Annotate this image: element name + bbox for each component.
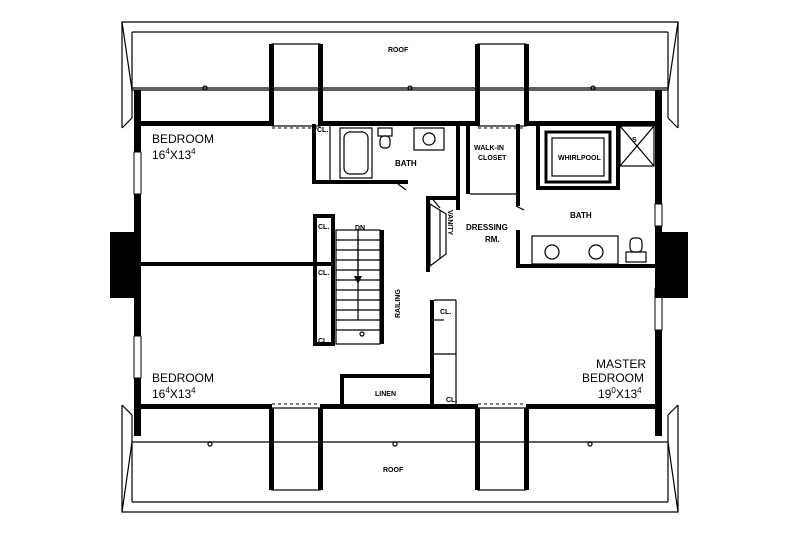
toilet-left [377, 127, 393, 149]
closet-label-6: CL. [446, 397, 457, 404]
staircase [335, 229, 381, 345]
sink-left [413, 127, 445, 151]
dormer-bottom-right [475, 407, 529, 491]
svg-text:164X134: 164X134 [152, 386, 196, 401]
bedroom-nw-name: BEDROOM [152, 132, 214, 146]
bedroom-nw-x-sup: 4 [191, 147, 196, 156]
bedroom-sw-x: X13 [170, 387, 192, 401]
bedroom-sw-x-sup: 4 [191, 386, 196, 395]
dressing-vanity [429, 202, 447, 268]
svg-text:190X134: 190X134 [598, 386, 642, 401]
bedroom-sw-ft: 16 [152, 387, 166, 401]
roof-top [121, 21, 679, 129]
bedroom-nw-ft: 16 [152, 148, 166, 162]
master-x-sup: 4 [637, 386, 642, 395]
master-ft-sup: 0 [611, 386, 616, 395]
closet-label-1: CL. [317, 127, 328, 134]
railing-label: RAILING [395, 289, 402, 318]
roof-top-label: ROOF [388, 47, 409, 54]
master-x: X13 [616, 387, 638, 401]
closet-label-2: CL. [318, 224, 329, 231]
toilet-right [625, 237, 647, 263]
roof-bottom [121, 404, 679, 513]
dormer-top-left [269, 43, 323, 127]
walkin-label-2: CLOSET [478, 155, 507, 162]
master-bedroom: MASTER BEDROOM 190X134 [582, 357, 646, 401]
svg-text:164X134: 164X134 [152, 147, 196, 162]
bedroom-nw-x: X13 [170, 148, 192, 162]
bathtub [339, 127, 373, 179]
master-name-2: BEDROOM [582, 371, 644, 385]
dormer-bottom-left [269, 407, 323, 491]
dressing-label-1: DRESSING [466, 223, 508, 232]
double-vanity [531, 235, 619, 265]
bath-right-label: BATH [570, 211, 592, 220]
dressing-label-2: RM. [485, 235, 500, 244]
interior-walls [141, 124, 656, 406]
bedroom-sw-name: BEDROOM [152, 371, 214, 385]
closet-label-3: CL. [318, 270, 329, 277]
bath-left-label: BATH [395, 159, 417, 168]
bedroom-sw-ft-sup: 4 [165, 386, 170, 395]
bedroom-sw: BEDROOM 164X134 [152, 371, 214, 401]
bedroom-nw: BEDROOM 164X134 [152, 132, 214, 162]
stair-dn-label: DN [355, 225, 365, 232]
dormer-top-right [475, 43, 529, 127]
whirlpool-tub [544, 130, 612, 184]
whirlpool-label: WHIRLPOOL [558, 155, 601, 162]
door-swings [397, 183, 525, 211]
bedroom-nw-ft-sup: 4 [165, 147, 170, 156]
closet-label-5: CL. [440, 309, 451, 316]
roof-bottom-label: ROOF [383, 467, 404, 474]
walkin-label-1: WALK-IN [474, 145, 504, 152]
closet-label-4: CL. [318, 338, 329, 345]
linen-label: LINEN [375, 391, 396, 398]
vanity-label: VANITY [446, 210, 453, 235]
master-ft: 19 [598, 387, 612, 401]
shower [619, 125, 655, 167]
exterior-walls [110, 90, 688, 436]
master-name-1: MASTER [596, 357, 646, 371]
shower-label: S [632, 137, 637, 144]
